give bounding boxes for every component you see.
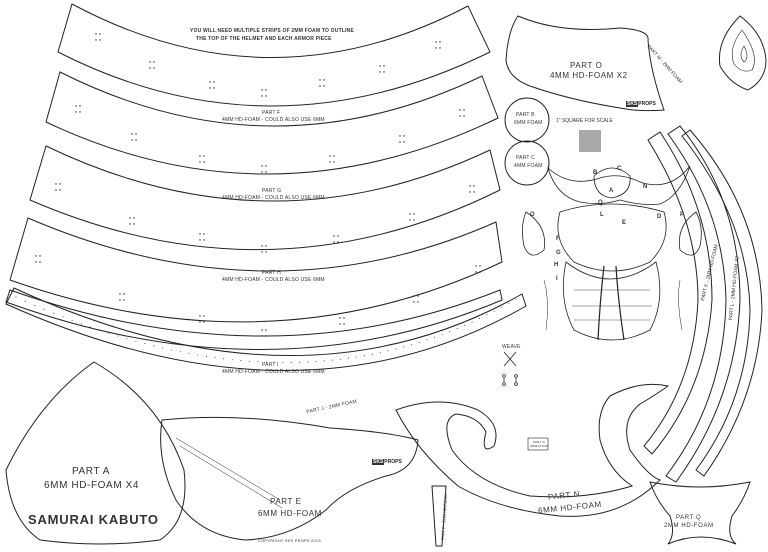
part-c-name: PART C — [516, 155, 535, 161]
strip-part-k — [643, 131, 713, 455]
small-box-part-r — [527, 437, 549, 451]
weave-diagram — [502, 351, 518, 386]
part-a-material: 6MM HD-FOAM X4 — [44, 480, 140, 491]
part-b-name: PART B — [516, 112, 535, 118]
shape-part-a — [5, 361, 186, 545]
brand-text: PROPS — [384, 459, 402, 465]
strip-part-h — [9, 217, 503, 323]
helmet-letter: G — [556, 250, 561, 256]
shape-part-b — [504, 97, 550, 143]
shape-part-n — [395, 383, 670, 517]
copyright: COPYRIGHT SKS PROPS 2013 — [258, 538, 321, 543]
shape-part-e — [160, 416, 419, 541]
brand-text: PROPS — [638, 101, 656, 107]
helmet-illustration — [522, 165, 702, 341]
strip-top — [57, 3, 491, 107]
part-q-material: 2MM HD-FOAM — [664, 523, 714, 529]
strip-part-m — [681, 129, 763, 477]
helmet-letter: D — [657, 214, 662, 220]
brand-logo-e: SKSPROPS — [372, 459, 402, 465]
small-box-label: PART R 2MM FOAM — [530, 440, 548, 448]
part-c-material: 4MM FOAM — [514, 163, 543, 169]
instructions-line-2: THE TOP OF THE HELMET AND EACH ARMOR PIE… — [196, 36, 332, 42]
title: SAMURAI KABUTO — [28, 512, 159, 527]
part-f-name: PART F — [262, 110, 281, 116]
part-e-inner-line — [175, 437, 283, 509]
part-q-name: PART Q — [676, 515, 702, 521]
helmet-letter: O — [530, 212, 535, 218]
part-e-material: 6MM HD-FOAM — [258, 509, 322, 518]
part-a-name: PART A — [72, 466, 111, 477]
helmet-letter: P — [680, 212, 685, 218]
part-e-name: PART E — [270, 497, 302, 506]
helmet-letter: F — [556, 236, 560, 242]
part-g-material: 4MM HD-FOAM - COULD ALSO USE 6MM — [222, 195, 325, 201]
instructions-line-1: YOU WILL NEED MULTIPLE STRIPS OF 2MM FOA… — [190, 28, 355, 34]
strip-part-f — [45, 71, 499, 175]
shape-part-p — [431, 485, 447, 547]
strip-part-i — [5, 289, 503, 350]
helmet-letter: I — [556, 276, 558, 282]
part-b-material: 6MM FOAM — [514, 120, 543, 126]
helmet-letter: C — [617, 166, 622, 172]
part-f-material: 4MM HD-FOAM - COULD ALSO USE 6MM — [222, 117, 325, 123]
strip-part-l — [665, 125, 741, 483]
part-g-name: PART G — [262, 188, 282, 194]
strip-part-g — [29, 145, 501, 251]
scale-square — [579, 130, 601, 152]
helmet-letter: B — [593, 170, 598, 176]
helmet-letter: A — [609, 188, 614, 194]
brand-box: SKS — [626, 101, 639, 107]
part-i-material: 4MM HD-FOAM - COULD ALSO USE 6MM — [222, 369, 325, 375]
shape-part-c — [504, 140, 550, 186]
scale-label: 1" SQUARE FOR SCALE — [556, 118, 613, 124]
shape-crest — [718, 15, 767, 91]
shape-part-o — [505, 15, 665, 112]
helmet-letter: H — [554, 262, 559, 268]
shape-crest-inner — [731, 29, 755, 72]
helmet-letter: E — [622, 220, 627, 226]
part-o-name: PART O — [570, 61, 603, 70]
part-h-name: PART H — [262, 270, 281, 276]
strip-part-j — [5, 287, 527, 371]
part-o-material: 4MM HD-FOAM X2 — [550, 71, 628, 80]
helmet-letter: L — [600, 212, 604, 218]
shape-part-q — [649, 481, 751, 545]
brand-logo-o: SKSPROPS — [626, 101, 656, 107]
part-h-material: 4MM HD-FOAM - COULD ALSO USE 6MM — [222, 277, 325, 283]
helmet-letter: N — [643, 184, 648, 190]
weave-label: WEAVE — [502, 344, 521, 350]
helmet-letter: Q — [598, 200, 603, 206]
part-i-name: PART I — [262, 362, 279, 368]
brand-box: SKS — [372, 459, 385, 465]
